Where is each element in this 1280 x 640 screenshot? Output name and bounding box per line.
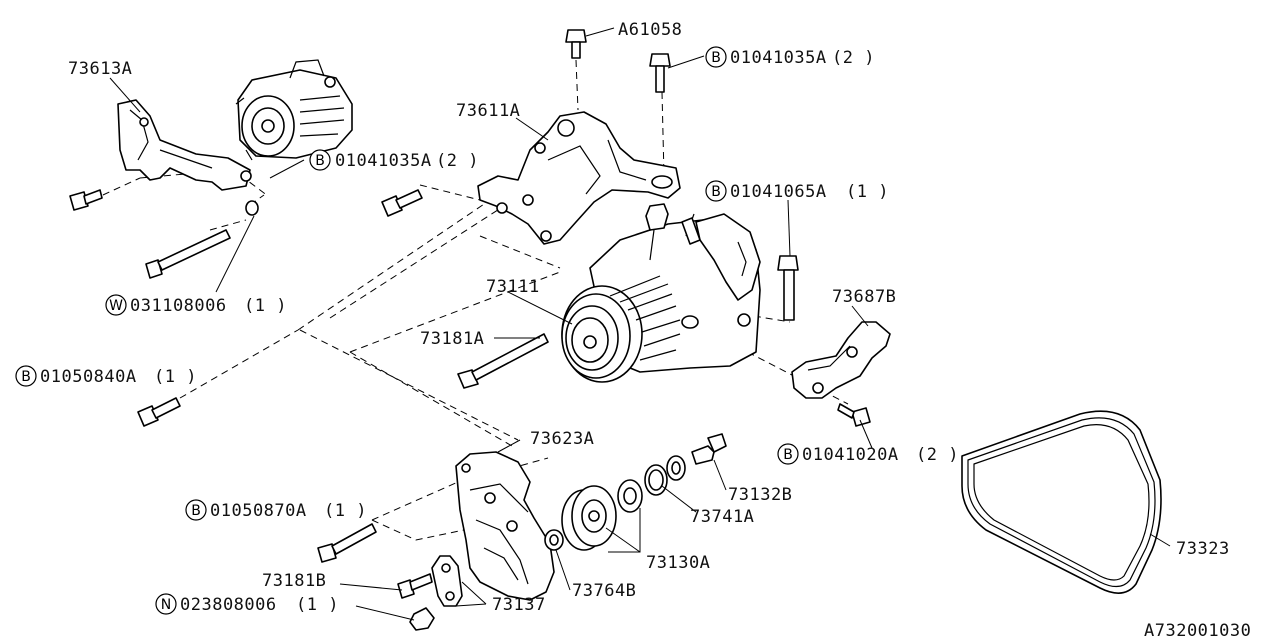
part-number: 01041065A: [730, 182, 827, 202]
part-number: 73764B: [572, 581, 636, 601]
prefix-letter: W: [109, 298, 123, 314]
part-number: 023808006: [180, 595, 277, 615]
part-qty: (1 ): [324, 501, 367, 521]
label-b-01041065a[interactable]: B 01041065A (1 ): [705, 180, 889, 202]
part-qty: (2 ): [436, 151, 479, 171]
part-qty: (1 ): [296, 595, 339, 615]
bracket-73623a: [455, 451, 555, 601]
prefix-circle: [705, 180, 727, 202]
part-number: 73111: [486, 277, 540, 297]
part-number: 73132B: [728, 485, 792, 505]
part-qty: (1 ): [154, 367, 197, 387]
part-number: 73181A: [420, 329, 484, 349]
part-number: 01041020A: [802, 445, 899, 465]
part-qty: (1 ): [846, 182, 889, 202]
prefix-letter: B: [711, 184, 721, 200]
part-number: 73687B: [832, 287, 896, 307]
part-labels: A61058 B 01041035A (2 ) 73613A 73611A B …: [15, 20, 1230, 615]
part-number: 01041035A: [335, 151, 432, 171]
label-n-023808006[interactable]: N 023808006 (1 ): [155, 593, 339, 615]
prefix-circle: [155, 593, 177, 615]
prefix-letter: B: [21, 369, 31, 385]
label-73132b[interactable]: 73132B: [728, 485, 792, 505]
bracket-73687b: [791, 321, 891, 399]
prefix-circle: [705, 46, 727, 68]
part-number: 73137: [492, 595, 546, 615]
label-73687b[interactable]: 73687B: [832, 287, 896, 307]
alternator-illustration: [235, 59, 353, 161]
part-number: 73613A: [68, 59, 132, 79]
idler-pulley-set: [544, 433, 727, 551]
label-73741a[interactable]: 73741A: [690, 507, 754, 527]
label-73613a[interactable]: 73613A: [68, 59, 132, 79]
drawing-number: A732001030: [1144, 621, 1251, 640]
part-number: 73611A: [456, 101, 520, 121]
part-qty: (2 ): [916, 445, 959, 465]
part-number: 01050840A: [40, 367, 137, 387]
part-number: 01041035A: [730, 48, 827, 68]
bolts: [69, 29, 871, 631]
part-qty: (1 ): [244, 296, 287, 316]
part-number: 031108006: [130, 296, 227, 316]
prefix-letter: B: [191, 503, 201, 519]
part-number: 73130A: [646, 553, 710, 573]
part-qty: (2 ): [832, 48, 875, 68]
bracket-73611a: [477, 111, 681, 245]
prefix-circle: [777, 443, 799, 465]
prefix-letter: N: [161, 597, 171, 613]
label-b-01041035a-top[interactable]: B 01041035A (2 ): [705, 46, 875, 68]
link-73137: [431, 555, 463, 607]
leader-lines: [109, 27, 1171, 621]
label-73611a[interactable]: 73611A: [456, 101, 520, 121]
label-73137[interactable]: 73137: [492, 595, 546, 615]
part-number: 73181B: [262, 571, 326, 591]
part-number: 73741A: [690, 507, 754, 527]
prefix-letter: B: [783, 447, 793, 463]
prefix-circle: [309, 149, 331, 171]
label-b-01050870a[interactable]: B 01050870A (1 ): [185, 499, 367, 521]
part-number: A61058: [618, 20, 682, 40]
label-b-01041020a[interactable]: B 01041020A (2 ): [777, 443, 959, 465]
part-number: 01050870A: [210, 501, 307, 521]
compressor-73111: [561, 203, 761, 383]
label-73181b[interactable]: 73181B: [262, 571, 326, 591]
label-a61058[interactable]: A61058: [618, 20, 682, 40]
part-number: 73323: [1176, 539, 1230, 559]
prefix-circle: [105, 294, 127, 316]
prefix-circle: [185, 499, 207, 521]
label-73111[interactable]: 73111: [486, 277, 540, 297]
prefix-circle: [15, 365, 37, 387]
label-73181a[interactable]: 73181A: [420, 329, 484, 349]
drive-belt-73323: [961, 410, 1162, 594]
label-b-01041035a-mid[interactable]: B 01041035A (2 ): [309, 149, 479, 171]
part-number: 73623A: [530, 429, 594, 449]
label-73323[interactable]: 73323: [1176, 539, 1230, 559]
prefix-letter: B: [711, 50, 721, 66]
prefix-letter: B: [315, 153, 325, 169]
label-b-01050840a[interactable]: B 01050840A (1 ): [15, 365, 197, 387]
label-w-031108006[interactable]: W 031108006 (1 ): [105, 294, 287, 316]
bracket-73613a: [117, 99, 252, 191]
label-73623a[interactable]: 73623A: [530, 429, 594, 449]
label-73130a[interactable]: 73130A: [646, 553, 710, 573]
label-73764b[interactable]: 73764B: [572, 581, 636, 601]
